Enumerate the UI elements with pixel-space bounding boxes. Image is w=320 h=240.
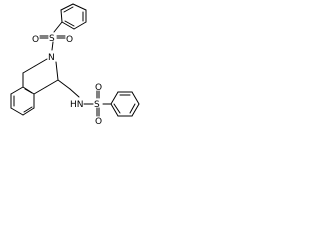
- atom-oxygen-right-bottom: O: [95, 117, 102, 127]
- saturated-ring: [22, 58, 59, 95]
- atom-nh-sulfonamide: HN: [70, 100, 84, 110]
- atom-sulfur-top: S: [49, 34, 55, 44]
- bond-methylene-linker: [57, 79, 71, 90]
- atom-oxygen-top-left: O: [32, 35, 39, 45]
- bond-methylene-to-nh: [69, 88, 80, 98]
- chemical-structure-drawing: S O O N: [10, 3, 140, 127]
- chemical-structure-canvas: S O O N: [0, 0, 151, 139]
- atom-nitrogen-ring: N: [48, 53, 55, 63]
- right-sulfonyl-group: S O O: [83, 83, 112, 127]
- fused-benzene-ring: [10, 86, 35, 116]
- atom-oxygen-right-top: O: [95, 83, 102, 93]
- top-sulfonyl-group: S O O: [32, 34, 73, 51]
- atom-oxygen-top-right: O: [66, 35, 73, 45]
- right-phenyl-ring: [110, 91, 140, 117]
- top-phenyl-ring: [60, 3, 87, 30]
- atom-sulfur-right: S: [94, 100, 100, 110]
- bond-phenyl-sulfur-top: [53, 21, 63, 33]
